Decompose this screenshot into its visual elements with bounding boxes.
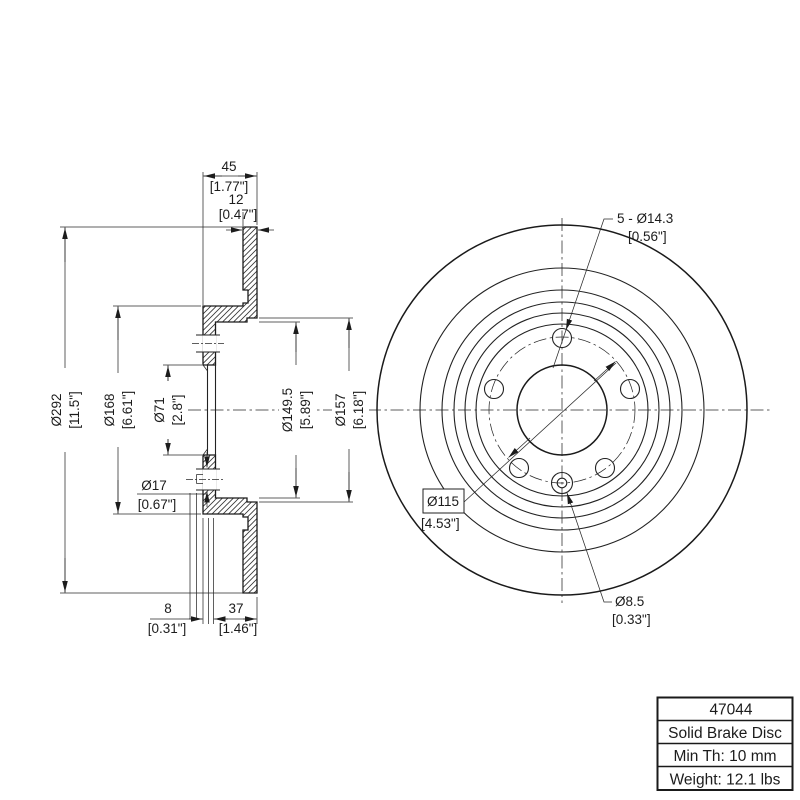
title-block: 47044 Solid Brake Disc Min Th: 10 mm Wei… <box>656 696 794 791</box>
dim-label-in: [0.67"] <box>138 497 177 512</box>
dim-label: Ø168 <box>102 393 117 426</box>
screw-hole <box>550 471 574 495</box>
extension-lines <box>60 172 353 624</box>
dim-label: Ø149.5 <box>280 388 295 432</box>
dim-label-in: [2.8"] <box>170 394 185 425</box>
outer-edge-circle <box>376 224 748 596</box>
hat-step-circle-3 <box>464 312 660 508</box>
dim-center-bore: Ø71 [2.8"] <box>151 365 188 455</box>
hat-step-circle-1 <box>441 289 683 531</box>
label-frame <box>422 488 465 514</box>
bolt-holes <box>483 327 641 479</box>
bolt-circle <box>488 336 636 484</box>
dim-label: Ø157 <box>333 393 348 426</box>
dim-label-in: [1.77"] <box>210 179 249 194</box>
dim-ring-149: Ø149.5 [5.89"] <box>279 322 317 498</box>
dim-hat-depth: 37 [1.46"] <box>213 601 258 636</box>
dim-label: Ø71 <box>152 397 167 423</box>
dim-label: 45 <box>221 159 236 174</box>
section-view <box>186 226 770 594</box>
dim-disc-thickness: 12 [0.47"] <box>219 192 274 233</box>
dim-label-in: [11.5"] <box>67 391 82 429</box>
dim-label: 12 <box>228 192 243 207</box>
hat-step-circle-4 <box>475 323 649 497</box>
dim-label-in: [1.46"] <box>219 621 258 636</box>
dim-label-in: [4.53"] <box>421 516 460 531</box>
min-thickness: Min Th: 10 mm <box>673 748 776 765</box>
weight: Weight: 12.1 lbs <box>670 772 781 789</box>
dim-label: Ø8.5 <box>615 594 644 609</box>
dim-label-in: [0.33"] <box>612 612 651 627</box>
hat-step-circle-2 <box>453 301 671 519</box>
dim-label: 5 - Ø14.3 <box>617 211 673 226</box>
callout-bolt-holes: 5 - Ø14.3 [0.56"] <box>552 211 673 369</box>
dim-label-in: [0.56"] <box>628 229 667 244</box>
dim-hat-wall: 8 [0.31"] <box>148 601 203 636</box>
dim-hat-diameter: Ø168 [6.61"] <box>101 306 138 514</box>
dim-overall-width: 45 [1.77"] <box>203 159 257 194</box>
dim-ring-157: Ø157 [6.18"] <box>332 318 369 502</box>
dim-hole-17: Ø17 [0.67"] <box>137 452 210 512</box>
part-number: 47044 <box>709 702 752 719</box>
part-type: Solid Brake Disc <box>668 725 782 742</box>
center-bore-edges <box>202 364 217 456</box>
dim-label: Ø292 <box>49 393 64 426</box>
front-view: 5 - Ø14.3 [0.56"] Ø115 [4.53"] Ø8.5 [0.3… <box>376 211 748 627</box>
dim-outer-diameter: Ø292 [11.5"] <box>47 227 85 593</box>
dim-label-in: [5.89"] <box>298 391 313 430</box>
section-dimensions: Ø292 [11.5"] Ø168 [6.61"] Ø71 [2.8"] <box>47 159 369 636</box>
braking-band-inner-circle <box>419 267 705 553</box>
dim-label-in: [6.18"] <box>351 391 366 430</box>
dim-label: Ø17 <box>141 478 167 493</box>
dim-label: Ø115 <box>427 494 459 509</box>
dim-label: 37 <box>228 601 243 616</box>
center-bore-circle <box>516 364 608 456</box>
screw-hole-section <box>196 474 203 484</box>
dim-label-in: [6.61"] <box>120 391 135 430</box>
callout-bolt-circle: Ø115 [4.53"] <box>421 361 617 531</box>
dim-label-in: [0.31"] <box>148 621 187 636</box>
dim-label-in: [0.47"] <box>219 207 258 222</box>
dim-label: 8 <box>164 601 172 616</box>
callout-screw-hole: Ø8.5 [0.33"] <box>566 492 651 627</box>
